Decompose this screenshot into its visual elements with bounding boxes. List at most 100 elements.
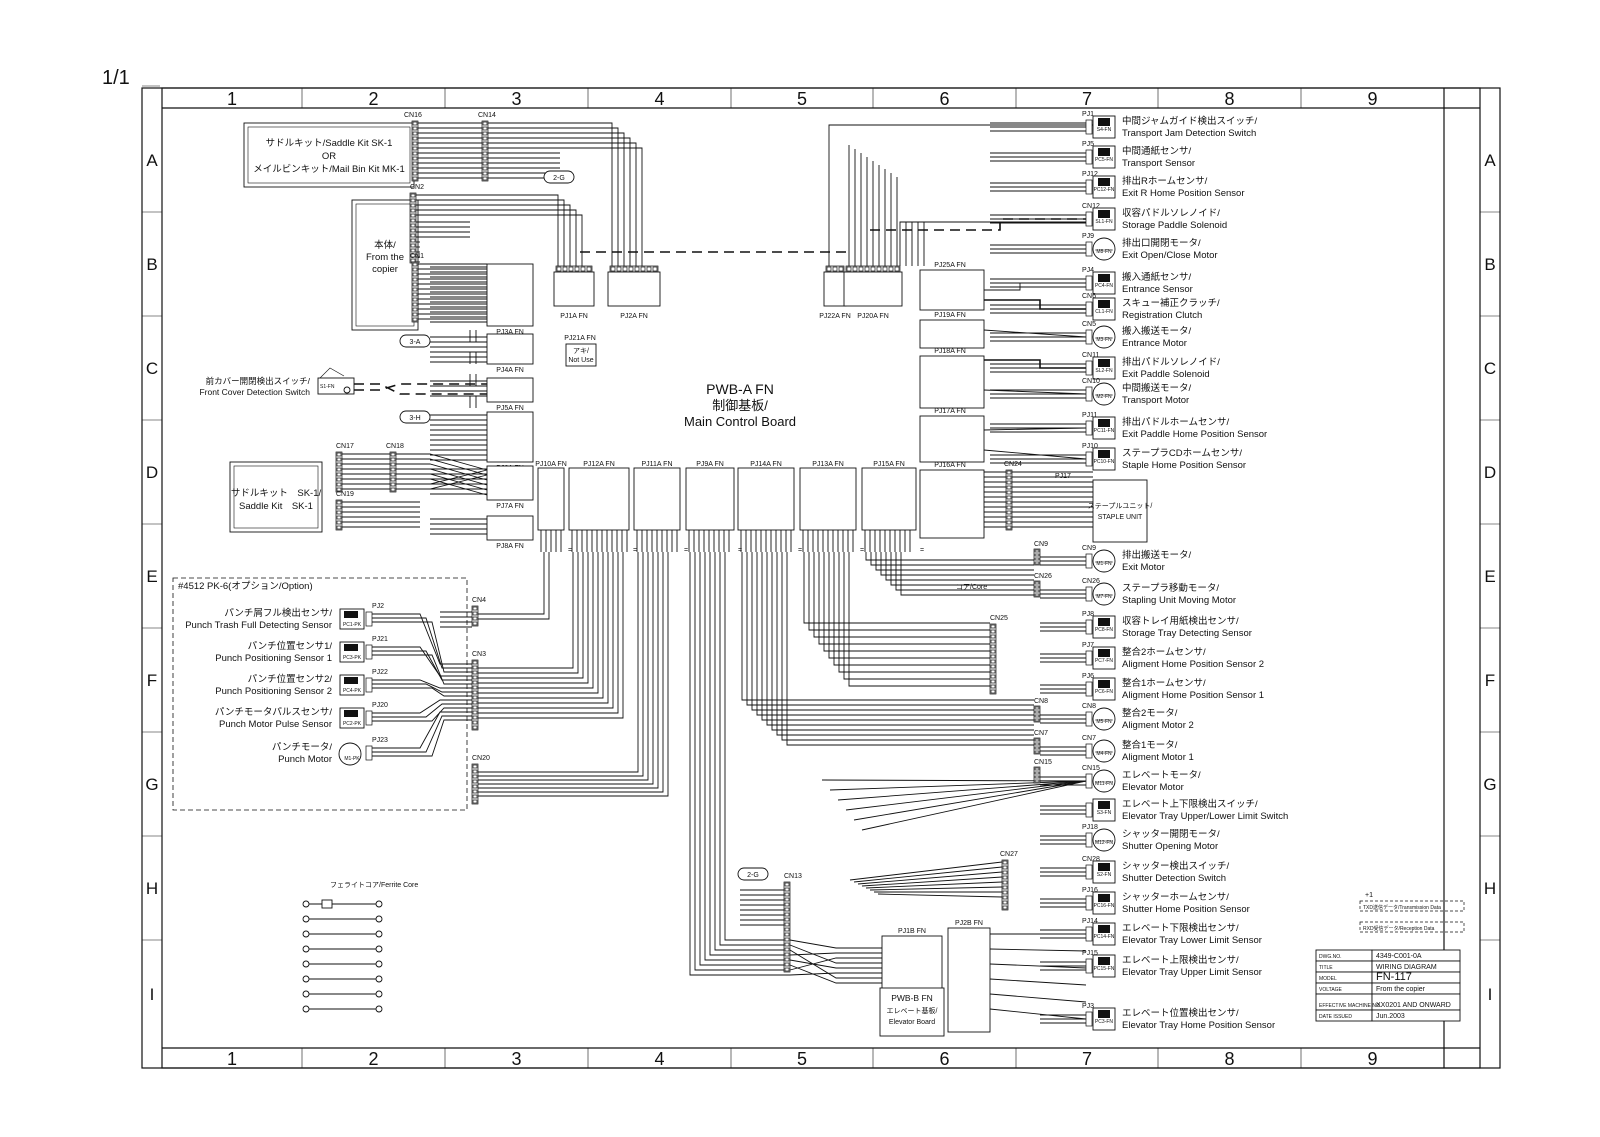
pj20a-connector <box>845 265 901 273</box>
connector-pj13a-fn <box>799 467 857 531</box>
svg-text:=: = <box>568 547 572 554</box>
svg-text:2-G: 2-G <box>553 175 565 182</box>
ferrite-sample-line <box>302 915 383 923</box>
part-code: M3-FN <box>1096 337 1112 343</box>
label-pj5a-fn: PJ5A FN <box>496 405 524 412</box>
ferrite-sample-line <box>302 945 383 953</box>
ferrite-sample-line <box>302 930 383 938</box>
cn20-connector <box>471 763 479 805</box>
title-block-value: From the copier <box>1376 986 1426 993</box>
part-name-ja: 中間搬送モータ/ <box>1122 382 1192 394</box>
punch-name-en: Punch Motor <box>278 754 332 765</box>
connector-pj4a-fn <box>486 333 534 365</box>
connector-pj15a-fn <box>861 467 917 531</box>
label-pj14a-fn: PJ14A FN <box>750 461 782 468</box>
not-use-2: Not Use <box>568 357 593 364</box>
part-name-ja: シャッターホームセンサ/ <box>1122 892 1229 903</box>
label-pj16a-fn: PJ16A FN <box>934 462 966 469</box>
cn25-label: CN25 <box>990 615 1008 622</box>
ferrite-sample-line <box>302 975 383 983</box>
cn9-cn-label: CN9 <box>1034 541 1048 548</box>
m7-fn-motor-icon <box>1092 582 1116 606</box>
part-name-ja: スキュー補正クラッチ/ <box>1122 297 1220 309</box>
punch-name-ja: パンチモータ/ <box>272 742 332 753</box>
punch-pj-label: PJ2 <box>372 603 384 610</box>
part-name-ja: ステープラCDホームセンサ/ <box>1122 448 1242 459</box>
punch-name-ja: パンチ位置センサ2/ <box>248 673 333 685</box>
pj2b-label: PJ2B FN <box>955 920 983 927</box>
punch-pj-label: PJ22 <box>372 669 388 676</box>
part-code: M12-FN <box>1095 840 1113 846</box>
svg-text:M1-PK: M1-PK <box>344 756 360 762</box>
part-name-en: Aligment Home Position Sensor 2 <box>1122 659 1264 670</box>
main-board-title-2: 制御基板/ <box>712 398 768 413</box>
part-code: M11-FN <box>1095 781 1113 787</box>
part-connector-label: PJ15 <box>1082 950 1098 957</box>
cn16-connector <box>411 120 419 182</box>
grid-row-left-G: G <box>145 775 158 794</box>
grid-col-bottom-6: 6 <box>939 1049 949 1069</box>
part-connector-label: CN15 <box>1082 765 1100 772</box>
elevator-board-box <box>879 987 945 1037</box>
punch-option-box <box>172 577 468 811</box>
part-connector-label: CN7 <box>1082 735 1096 742</box>
connector-pj7a-fn <box>486 465 534 501</box>
title-block-value: 4349-C001-0A <box>1376 953 1422 960</box>
part-code: PC14-FN <box>1094 934 1115 940</box>
connector-pj3a-fn <box>486 263 534 327</box>
cn4-label: CN4 <box>472 597 486 604</box>
cn24-label: CN24 <box>1004 461 1022 468</box>
punch-name-en: Punch Motor Pulse Sensor <box>219 719 332 730</box>
part-name-ja: エレベート上下限検出スイッチ/ <box>1122 798 1258 810</box>
part-name-ja: シャッター検出スイッチ/ <box>1122 860 1230 872</box>
label-pj25a-fn: PJ25A FN <box>934 262 966 269</box>
part-name-ja: エレベートモータ/ <box>1122 770 1201 781</box>
grid-row-left-C: C <box>146 359 158 378</box>
pj2a-body <box>607 271 661 307</box>
part-connector-label: PJ6 <box>1082 673 1094 680</box>
copier-label-3: copier <box>372 264 398 275</box>
front-cover-label-1: 前カバー開閉検出スイッチ/ <box>206 376 311 386</box>
pj17-label: PJ17 <box>1055 473 1071 480</box>
part-code: SL1-FN <box>1095 219 1113 225</box>
part-name-ja: 収容トレイ用紙検出センサ/ <box>1122 615 1239 627</box>
part-connector-label: PJ1 <box>1082 111 1094 118</box>
part-code: PC8-FN <box>1095 627 1113 633</box>
title-block-value: Jun.2003 <box>1376 1013 1405 1020</box>
label-pj4a-fn: PJ4A FN <box>496 367 524 374</box>
part-connector-label: PJ16 <box>1082 887 1098 894</box>
cn4-connector <box>471 605 479 627</box>
title-block-key: TITLE <box>1319 965 1333 971</box>
pj1b-label: PJ1B FN <box>898 928 926 935</box>
part-name-en: Aligment Home Position Sensor 1 <box>1122 690 1264 701</box>
part-code: PC3-FN <box>1095 1019 1113 1025</box>
ferrite-sample-line <box>302 990 383 998</box>
part-connector-label: CN9 <box>1082 545 1096 552</box>
part-code: PC4-FN <box>1095 283 1113 289</box>
pj22a-body <box>823 271 847 307</box>
part-name-en: Elevator Tray Lower Limit Sensor <box>1122 935 1262 946</box>
staple-unit-1: ステープルユニット/ <box>1088 502 1153 510</box>
punch-name-ja: パンチモータパルスセンサ/ <box>215 707 332 718</box>
part-code: M8-FN <box>1096 249 1112 255</box>
elevator-board-2: エレベート基板/ <box>887 1006 938 1015</box>
saddle-kit-label-2: OR <box>322 151 336 162</box>
part-connector-label: CN5 <box>1082 321 1096 328</box>
part-code: PC15-FN <box>1094 966 1115 972</box>
connector-pj5a-fn <box>486 377 534 403</box>
part-name-ja: 搬入通紙センサ/ <box>1122 271 1192 283</box>
part-name-en: Aligment Motor 1 <box>1122 752 1194 763</box>
punch-pj-label: PJ21 <box>372 636 388 643</box>
grid-row-left-F: F <box>147 671 157 690</box>
connector-pj11a-fn <box>633 467 681 531</box>
part-connector-label: PJ8 <box>1082 611 1094 618</box>
svg-text:=: = <box>633 547 637 554</box>
part-name-ja: 排出Rホームセンサ/ <box>1122 175 1208 187</box>
grid-row-right-A: A <box>1484 151 1496 170</box>
part-code: PC16-FN <box>1094 903 1115 909</box>
